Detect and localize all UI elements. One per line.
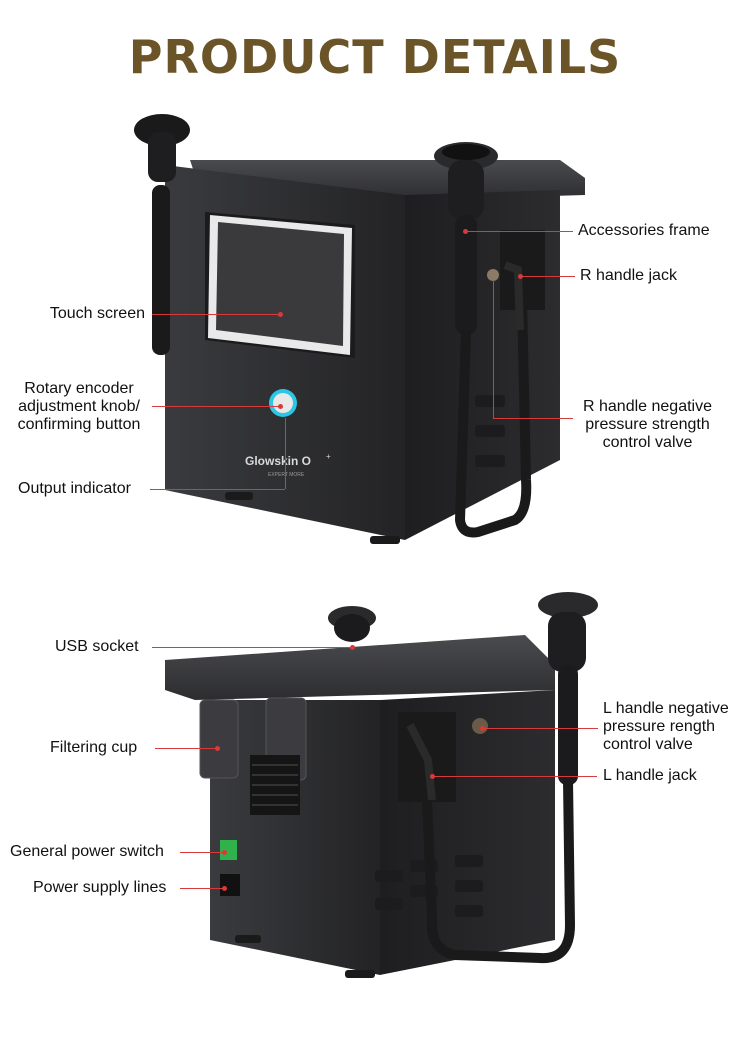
leader-output-indicator xyxy=(150,489,285,490)
leader-dot xyxy=(278,404,283,409)
label-l-handle-valve: L handle negative pressure rength contro… xyxy=(603,700,729,753)
top-panel xyxy=(190,160,585,200)
machine-back-view xyxy=(165,592,598,978)
leader-dot xyxy=(215,746,220,751)
leader-r-handle-valve xyxy=(493,418,573,419)
power-switch xyxy=(220,840,237,860)
page-title: PRODUCT DETAILS xyxy=(128,30,622,84)
label-filtering-cup: Filtering cup xyxy=(50,739,138,756)
leader-dot xyxy=(222,850,227,855)
leader-power-supply-lines xyxy=(180,888,224,889)
leader-dot xyxy=(480,726,485,731)
leader-dot xyxy=(278,312,283,317)
leader-dot xyxy=(518,274,523,279)
leader-dot xyxy=(430,774,435,779)
label-r-handle-valve: R handle negative pressure strength cont… xyxy=(583,398,712,451)
leader-dot xyxy=(350,645,355,650)
leader-l-handle-valve xyxy=(482,728,598,729)
touch-screen xyxy=(216,222,344,346)
leader-dot xyxy=(222,886,227,891)
label-rotary-encoder: Rotary encoder adjustment knob/ confirmi… xyxy=(17,380,141,433)
leader-accessories-frame xyxy=(465,231,573,232)
leader-dot xyxy=(463,229,468,234)
leader-filtering-cup xyxy=(155,748,217,749)
filter-cup-left xyxy=(199,699,239,779)
brand-logo: Glowskin O xyxy=(245,454,311,468)
leader-rotary-encoder xyxy=(152,406,280,407)
label-general-power-switch: General power switch xyxy=(10,843,164,860)
label-r-handle-jack: R handle jack xyxy=(580,267,677,284)
top-lid xyxy=(165,635,555,700)
leader-usb-socket xyxy=(152,647,352,648)
leader-r-handle-jack xyxy=(520,276,575,277)
leader-touch-screen xyxy=(152,314,280,315)
rotary-knob xyxy=(273,393,293,413)
label-output-indicator: Output indicator xyxy=(18,480,131,497)
leader-general-power-switch xyxy=(180,852,224,853)
leader-r-handle-valve-vertical xyxy=(493,280,494,418)
power-socket xyxy=(220,874,240,896)
label-l-handle-jack: L handle jack xyxy=(603,767,697,784)
label-accessories-frame: Accessories frame xyxy=(578,222,710,239)
svg-text:+: + xyxy=(326,452,331,461)
leader-output-indicator-vertical xyxy=(285,418,286,489)
label-power-supply-lines: Power supply lines xyxy=(33,879,167,896)
label-usb-socket: USB socket xyxy=(55,638,139,655)
svg-text:EXPERT MORE: EXPERT MORE xyxy=(268,472,305,478)
label-touch-screen: Touch screen xyxy=(49,305,145,322)
leader-l-handle-jack xyxy=(432,776,597,777)
machine-front-view: Glowskin O + EXPERT MORE xyxy=(134,114,585,544)
